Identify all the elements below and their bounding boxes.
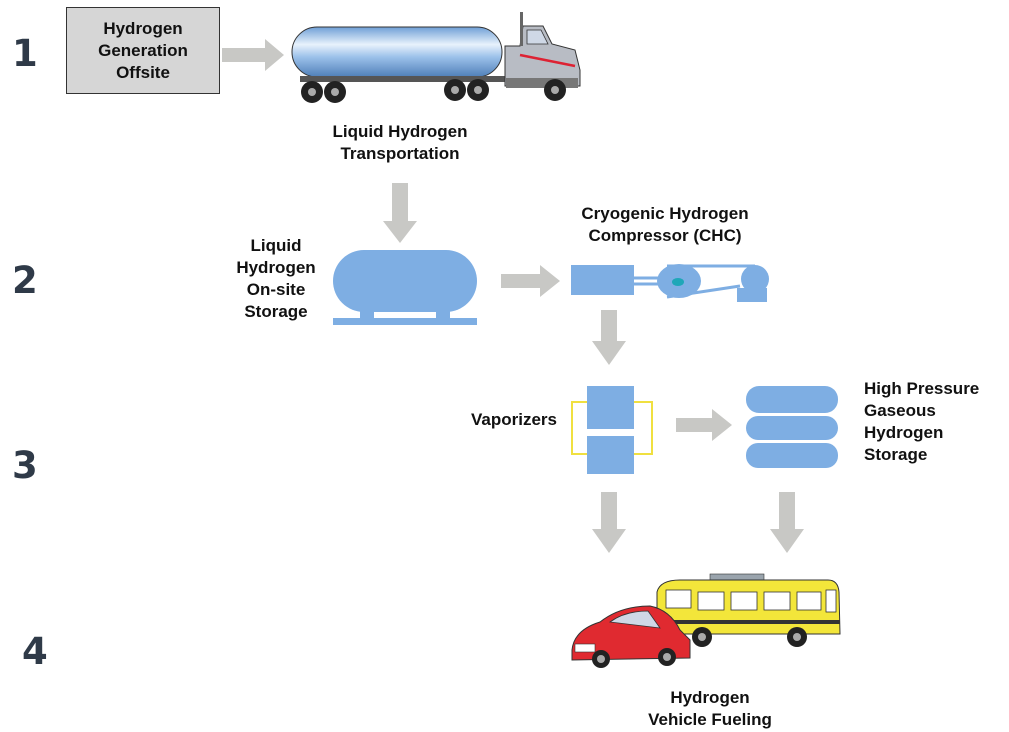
arrow-storage-to-compressor xyxy=(501,265,560,297)
bus-icon xyxy=(656,573,841,647)
stage-number-3: 3 xyxy=(12,444,38,487)
vaporizers-label: Vaporizers xyxy=(471,409,557,431)
fueling-label-line-2: Vehicle Fueling xyxy=(648,710,772,729)
arrow-compressor-to-vaporizers xyxy=(592,310,626,365)
fueling-label: Hydrogen Vehicle Fueling xyxy=(630,687,790,731)
vaporizers-icon xyxy=(571,386,653,474)
stage-number-4: 4 xyxy=(22,630,48,673)
generation-label-line-3: Offsite xyxy=(116,62,170,82)
tanker-truck-icon xyxy=(291,12,581,103)
arrow-vaporizers-to-gas-storage xyxy=(676,409,732,441)
gas-storage-label-line-2: Gaseous xyxy=(864,401,936,420)
transport-label-line-2: Transportation xyxy=(340,144,460,163)
generation-offsite-box: Hydrogen Generation Offsite xyxy=(66,7,220,94)
storage-label: Liquid Hydrogen On-site Storage xyxy=(226,235,326,323)
fueling-label-line-1: Hydrogen xyxy=(670,688,750,707)
liquid-storage-tank-icon xyxy=(333,250,477,325)
storage-label-line-4: Storage xyxy=(244,302,308,321)
arrow-truck-to-storage xyxy=(383,183,417,243)
gas-storage-icon xyxy=(746,386,838,468)
compressor-icon xyxy=(571,264,769,302)
gas-storage-label-line-1: High Pressure xyxy=(864,379,980,398)
stage-number-2: 2 xyxy=(12,259,38,302)
arrow-vaporizers-to-fueling xyxy=(592,492,626,553)
compressor-label-line-1: Cryogenic Hydrogen xyxy=(581,204,749,223)
gas-storage-label: High Pressure Gaseous Hydrogen Storage xyxy=(864,378,979,466)
generation-label-line-1: Hydrogen xyxy=(103,18,183,38)
arrow-generation-to-truck xyxy=(222,39,284,71)
stage-number-1: 1 xyxy=(12,32,38,75)
vaporizers-label-line-1: Vaporizers xyxy=(471,410,557,429)
storage-label-line-1: Liquid xyxy=(250,236,302,255)
transport-label: Liquid Hydrogen Transportation xyxy=(320,121,480,165)
compressor-label-line-2: Compressor (CHC) xyxy=(588,226,742,245)
gas-storage-label-line-3: Hydrogen xyxy=(864,423,944,442)
generation-label-line-2: Generation xyxy=(98,40,188,60)
storage-label-line-2: Hydrogen xyxy=(236,258,316,277)
transport-label-line-1: Liquid Hydrogen xyxy=(332,122,468,141)
compressor-label: Cryogenic Hydrogen Compressor (CHC) xyxy=(560,203,770,247)
arrow-gas-storage-to-fueling xyxy=(770,492,804,553)
storage-label-line-3: On-site xyxy=(246,280,306,299)
car-icon xyxy=(571,605,691,668)
gas-storage-label-line-4: Storage xyxy=(864,445,928,464)
